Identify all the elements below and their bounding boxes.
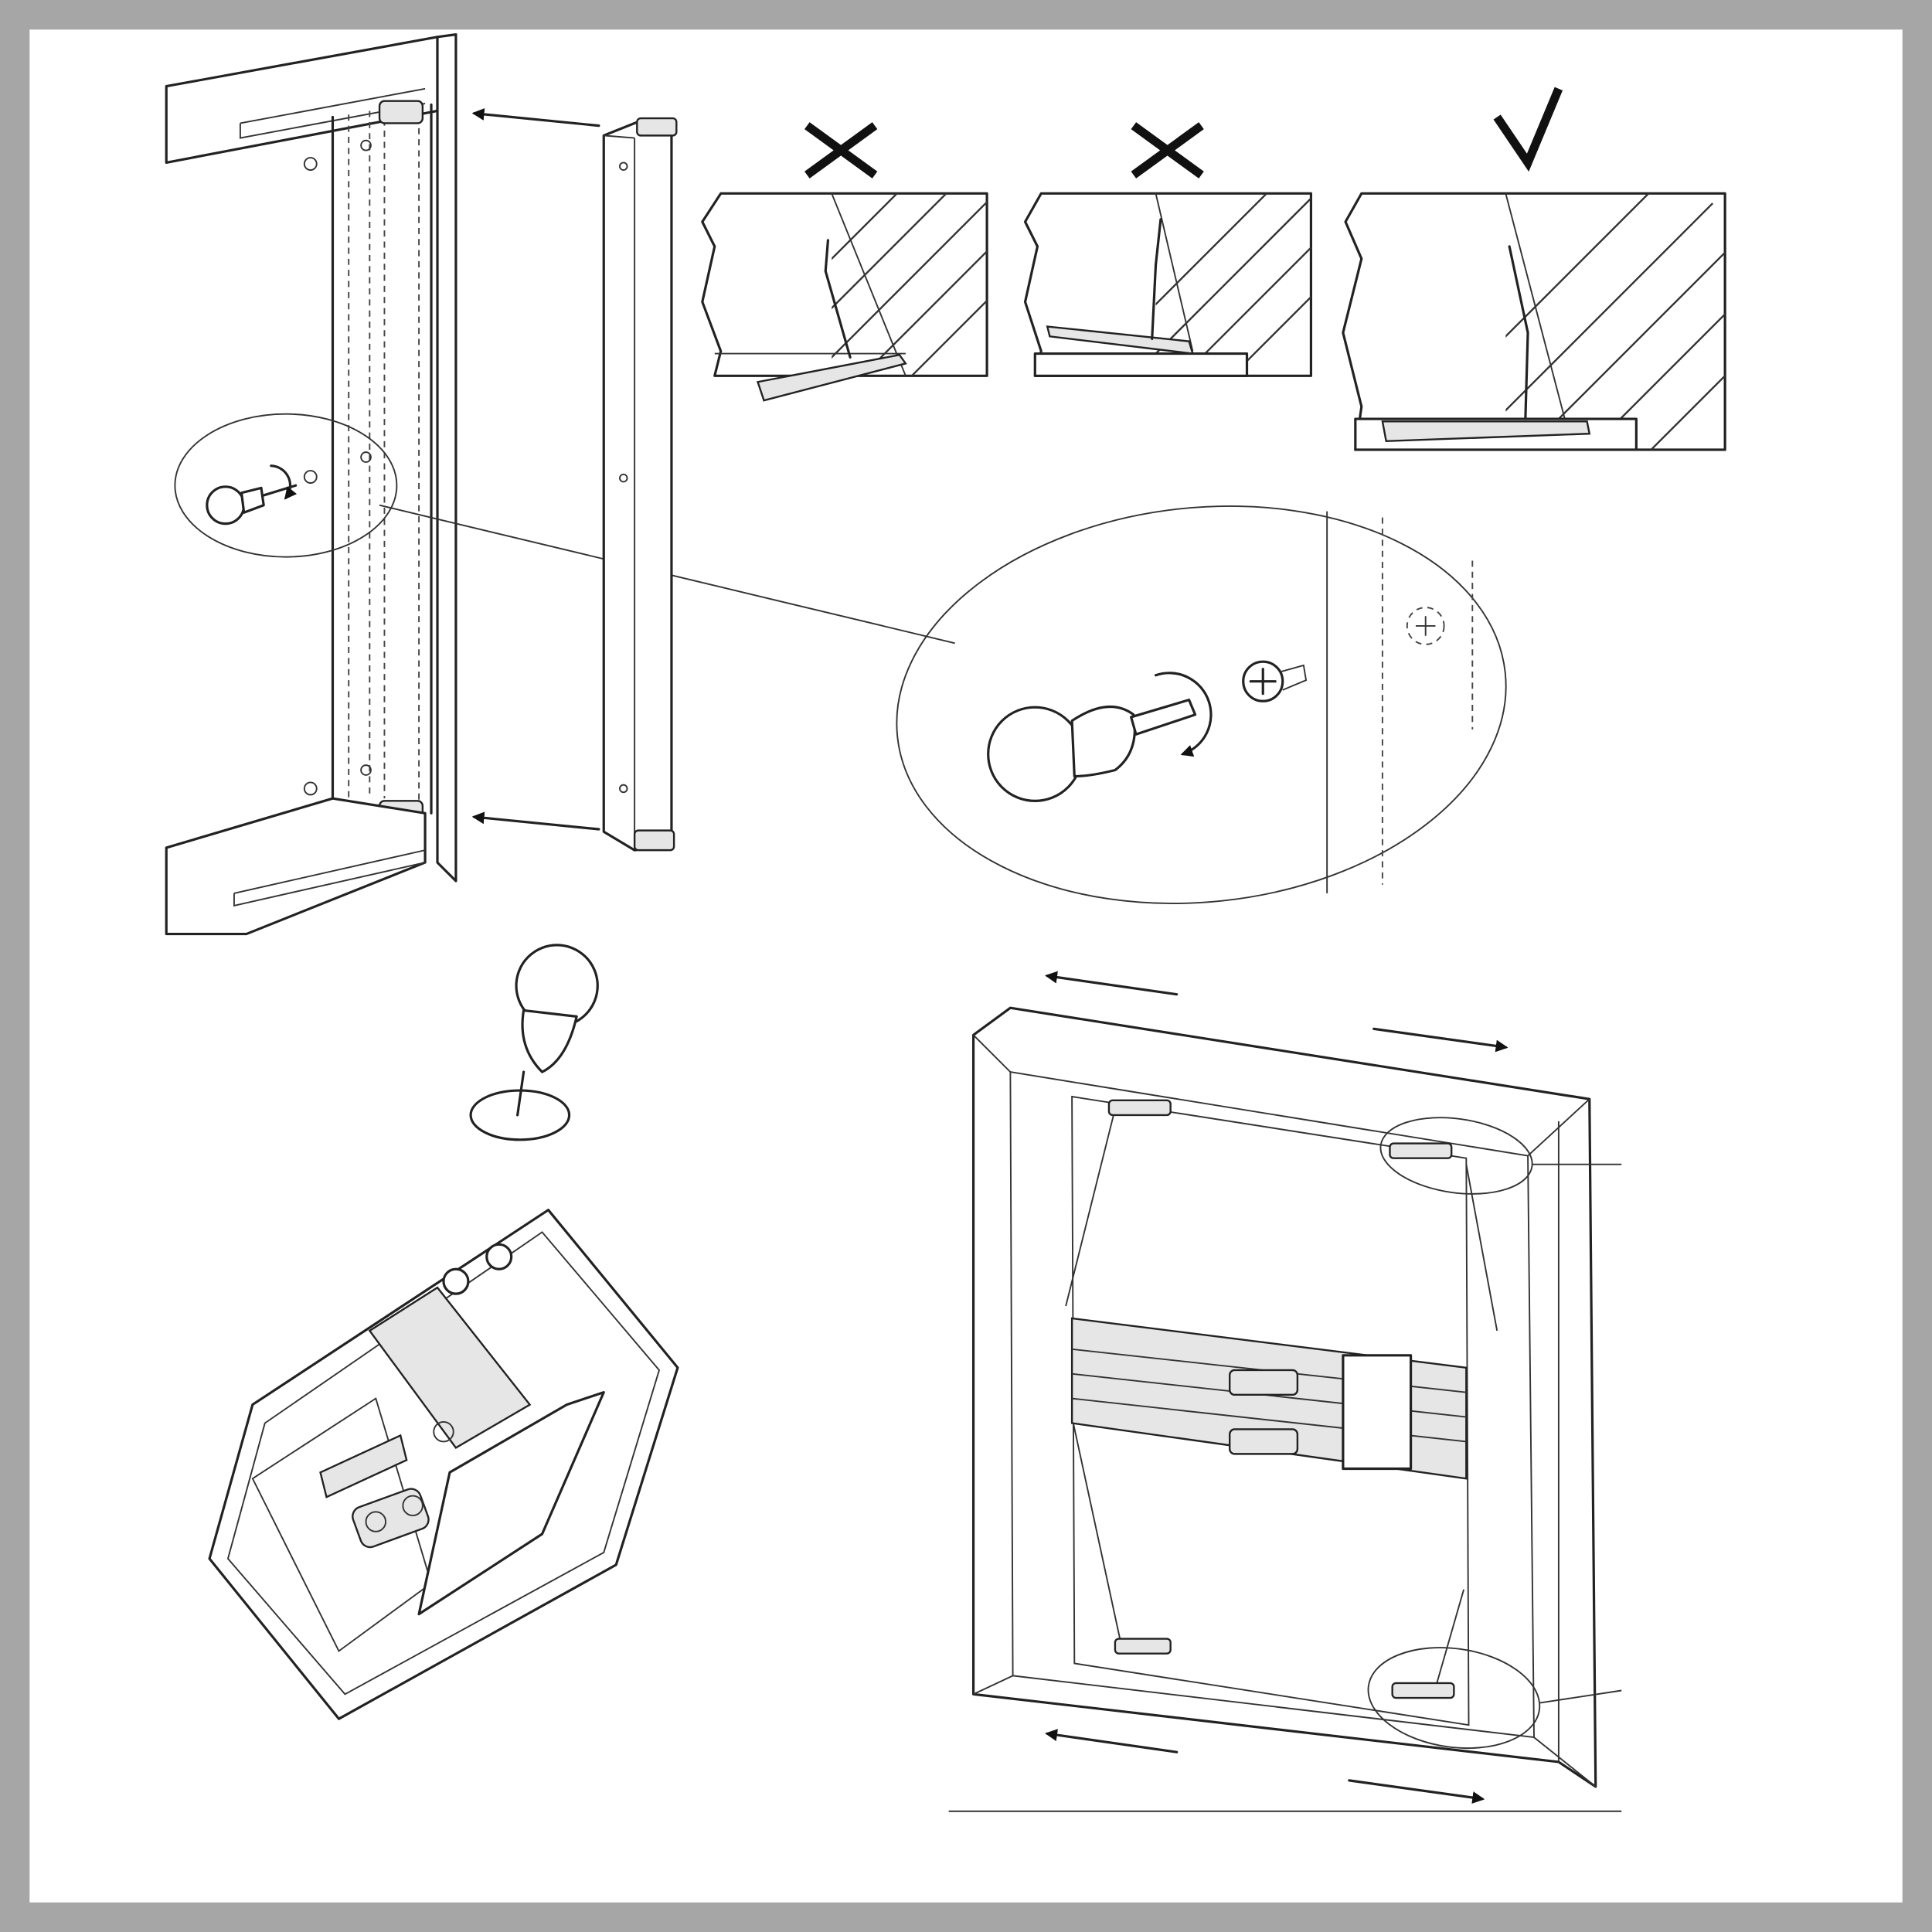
frame-assembly [948,1006,1622,1812]
arrow-icon [471,811,600,831]
zoom-detail [896,505,1507,904]
screwdriver-icon [206,464,298,526]
rail-piece [602,117,678,852]
arrow-icon [1045,971,1509,1804]
check-mark-icon [1493,87,1563,172]
arrow-icon [471,108,600,128]
cross-section-correct: ✓ [1342,87,1726,451]
rotate-icon [270,464,298,500]
rotate-icon [469,1089,571,1141]
side-frame-panel [165,33,955,936]
cross-section-wrong-2: ✕ [1023,122,1313,377]
cross-mark-icon [804,122,878,179]
screwdriver-vertical [469,944,599,1141]
rotate-icon [1154,672,1213,757]
detail-callout [174,413,398,558]
screw-icon [1242,660,1308,702]
frame-corner-detail [208,1209,679,1720]
cross-mark-icon [1131,122,1204,179]
cross-section-wrong-1: ✕ [701,122,988,402]
screw-icon [303,139,372,796]
screwdriver-icon [987,672,1213,802]
